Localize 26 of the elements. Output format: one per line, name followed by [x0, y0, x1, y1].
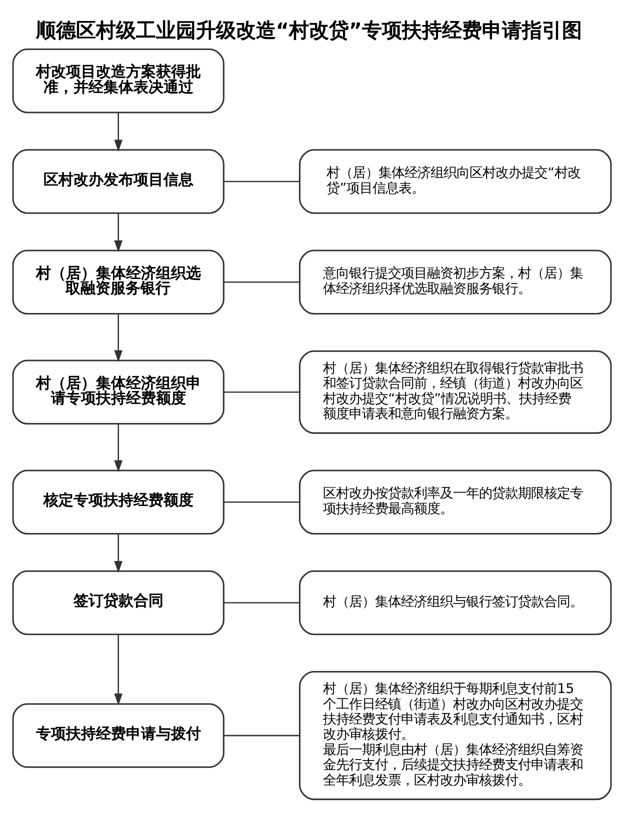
node-box: 村（居）集体经济组织在取得银行贷款审批书和签订贷款合同前，经镇（街道）村改办向区村改办提交“村改贷”情况说明书、扶持经费额度申请表和意向银行融资方案。 — [298, 350, 612, 434]
arrow — [114, 634, 123, 705]
connector — [224, 180, 300, 182]
connector — [224, 390, 300, 392]
connector — [224, 734, 300, 736]
connector — [224, 602, 300, 603]
arrow — [114, 423, 123, 472]
arrow — [114, 313, 123, 362]
connector — [224, 500, 300, 502]
diagram-title: 顺德区村级工业园升级改造“村改贷”专项扶持经费申请指引图 — [36, 18, 582, 42]
node-box: 村（居）集体经济组织选取融资服务银行 — [12, 249, 224, 314]
node-box: 村（居）集体经济组织向区村改办提交“村改贷”项目信息表。 — [298, 148, 612, 214]
node-box: 村改项目改造方案获得批准，并经集体表决通过 — [12, 48, 224, 113]
node-box: 签订贷款合同 — [12, 570, 224, 635]
node-box: 专项扶持经费申请与拨付 — [12, 702, 224, 768]
node-box: 村（居）集体经济组织申请专项扶持经费额度 — [12, 359, 224, 424]
connector — [224, 280, 300, 282]
node-box: 区村改办发布项目信息 — [12, 148, 224, 214]
arrow — [114, 533, 123, 572]
node-box: 村（居）集体经济组织与银行签订贷款合同。 — [298, 570, 612, 635]
node-box: 意向银行提交项目融资初步方案，村（居）集体经济组织择优选取融资服务银行。 — [298, 249, 612, 314]
arrow — [114, 112, 123, 152]
node-box: 村（居）集体经济组织于每期利息支付前15个工作日经镇（街道）村改办向区村改办提交扶持经费支付申请表及利息支付通知书，区村改办审核拨付。 最后一期利息由村（居）集体经济组织自筹资金先行支付，后续提交扶持经费支付申请表和全年利息发票，区村改办审核拨付。 — [298, 670, 612, 800]
node-box: 区村改办按贷款利率及一年的贷款期限核定专项扶持经费最高额度。 — [298, 469, 612, 534]
arrow — [114, 212, 123, 252]
node-box: 核定专项扶持经费额度 — [12, 469, 224, 534]
